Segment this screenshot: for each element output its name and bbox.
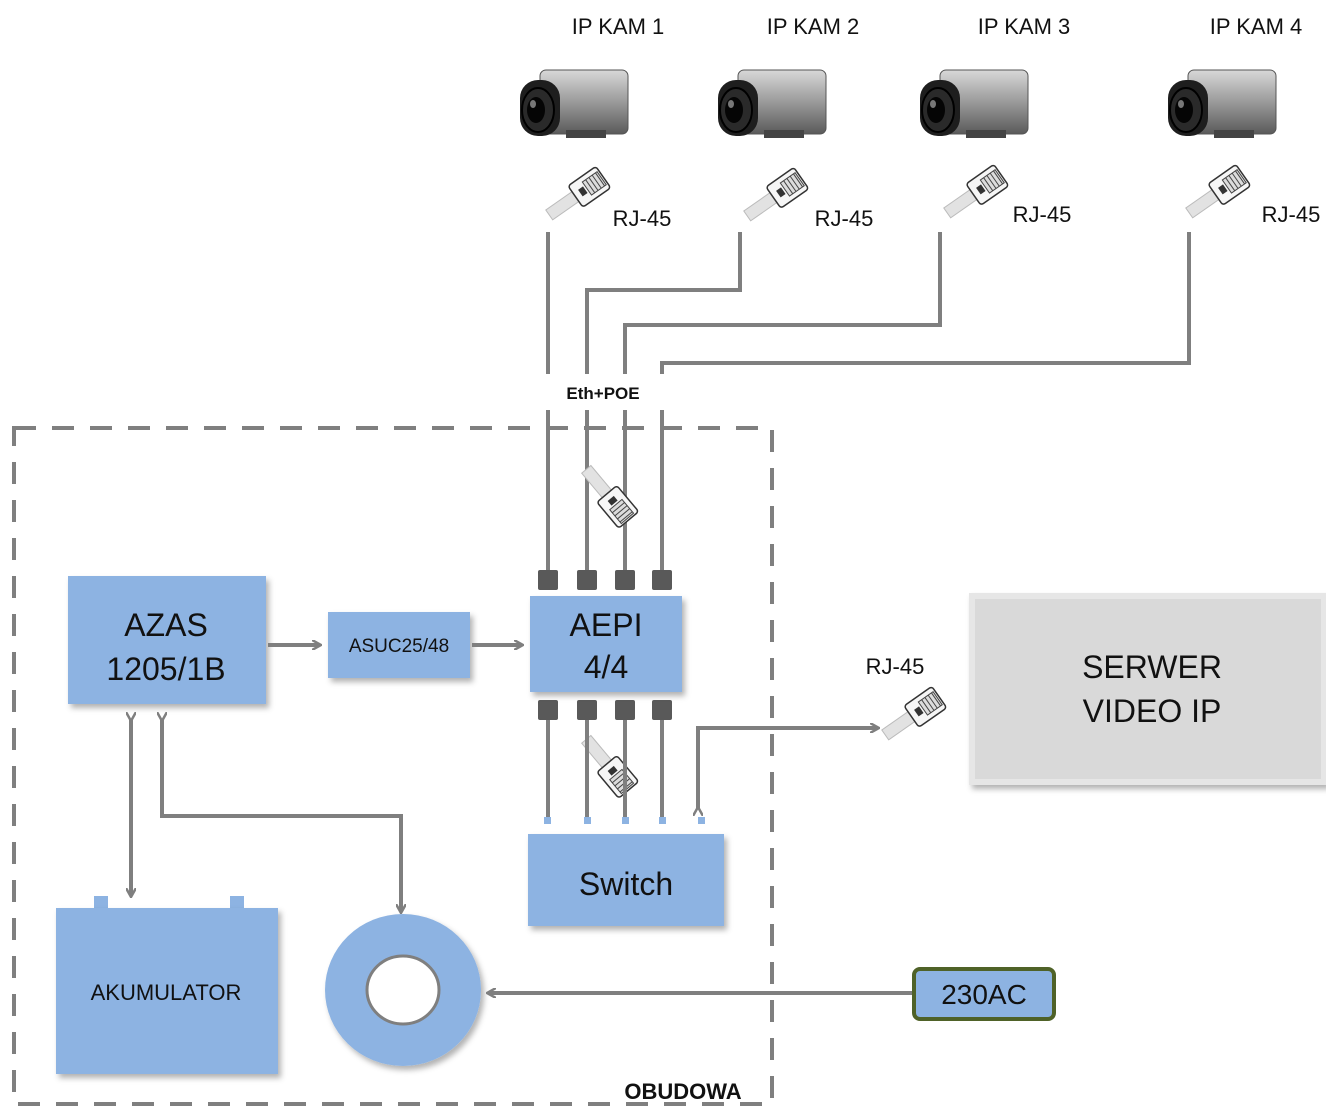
mains-label: 230AC — [941, 979, 1027, 1010]
asuc-box — [328, 612, 470, 678]
battery-terminal-left — [94, 896, 108, 908]
camera-2-label: IP KAM 2 — [767, 14, 860, 39]
azas-transformer-link — [162, 720, 401, 912]
switch-ports — [544, 817, 705, 824]
server-label-line2: VIDEO IP — [1083, 693, 1222, 729]
server-box — [969, 593, 1326, 785]
server-rj45-plug — [877, 685, 948, 747]
azas-label-line2: 1205/1B — [106, 651, 225, 687]
camera-4-label: IP KAM 4 — [1210, 14, 1303, 39]
camera-4 — [1167, 69, 1277, 139]
camera-4-rj45-plug — [1181, 163, 1252, 225]
aepi-label-line1: AEPI — [570, 607, 643, 643]
azas-label-line1: AZAS — [124, 607, 208, 643]
battery-box — [56, 908, 278, 1074]
camera-1 — [519, 69, 629, 139]
enclosure-label: OBUDOWA — [624, 1079, 741, 1104]
camera-1-rj45-plug — [541, 165, 612, 227]
azas-box — [68, 576, 266, 704]
camera-3-label: IP KAM 3 — [978, 14, 1071, 39]
camera-3-connector-label: RJ-45 — [1013, 202, 1072, 227]
camera-1-connector-label: RJ-45 — [613, 206, 672, 231]
eth-poe-label: Eth+POE — [566, 384, 639, 403]
switch-label: Switch — [579, 866, 673, 902]
camera-2-rj45-plug — [739, 166, 810, 228]
aepi-label-line2: 4/4 — [584, 649, 628, 685]
transformer-core — [365, 954, 441, 1026]
battery-terminal-right — [230, 896, 244, 908]
mains-box — [912, 967, 1056, 1021]
aepi-bottom-ports — [538, 700, 672, 720]
battery-label: AKUMULATOR — [91, 980, 242, 1005]
server-label-line1: SERWER — [1082, 649, 1222, 685]
aepi-switch-cables — [546, 720, 664, 818]
asuc-label: ASUC25/48 — [349, 636, 449, 657]
camera-2-connector-label: RJ-45 — [815, 206, 874, 231]
enclosure — [12, 426, 774, 1106]
camera-3 — [919, 69, 1029, 139]
camera-3-rj45-plug — [939, 163, 1010, 225]
switch-server-link — [698, 728, 878, 808]
camera-1-label: IP KAM 1 — [572, 14, 665, 39]
server-connector-label: RJ-45 — [866, 654, 925, 679]
aepi-top-ports — [538, 570, 672, 590]
aepi-box — [530, 596, 682, 692]
camera-4-connector-label: RJ-45 — [1262, 202, 1321, 227]
switch-box — [528, 834, 724, 926]
camera-2 — [717, 69, 827, 139]
